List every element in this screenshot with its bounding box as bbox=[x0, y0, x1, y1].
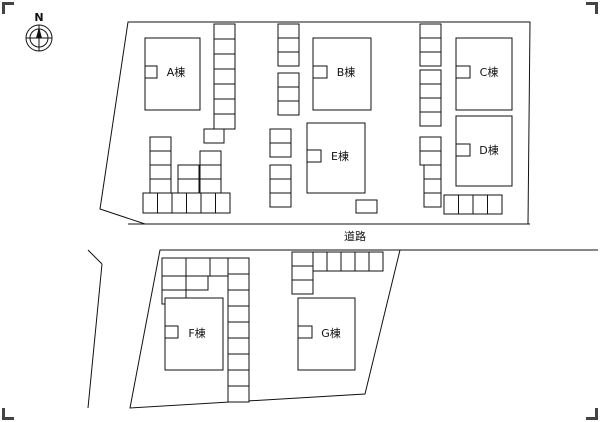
parking-space bbox=[277, 37, 300, 53]
parking-space bbox=[227, 305, 250, 323]
parking-space bbox=[312, 251, 328, 272]
building-g-label: G棟 bbox=[321, 326, 341, 340]
parking-space bbox=[277, 86, 300, 102]
road-label: 道路 bbox=[344, 229, 366, 243]
parking-space bbox=[227, 353, 250, 371]
parking-space bbox=[277, 100, 300, 116]
parking-space bbox=[269, 178, 292, 194]
parking-space bbox=[213, 98, 236, 115]
building-a: A棟 bbox=[144, 37, 201, 111]
parking-space bbox=[213, 83, 236, 100]
compass-north-letter: N bbox=[34, 11, 43, 24]
parking-space bbox=[443, 194, 459, 215]
parking-space bbox=[213, 23, 236, 40]
road-edge-left-lower bbox=[87, 263, 103, 409]
building-d: D棟 bbox=[455, 115, 513, 187]
parking-space bbox=[423, 178, 442, 194]
parking-space bbox=[142, 192, 158, 214]
building-b: B棟 bbox=[312, 37, 372, 111]
parking-space bbox=[277, 23, 300, 39]
parking-space bbox=[419, 37, 442, 53]
parking-space bbox=[419, 23, 442, 39]
parking-space bbox=[203, 128, 225, 144]
parking-space bbox=[161, 275, 187, 291]
parking-space bbox=[291, 279, 314, 295]
parking-space bbox=[419, 51, 442, 67]
parking-space bbox=[423, 164, 442, 180]
parking-space bbox=[177, 178, 200, 194]
building-f: F棟 bbox=[164, 297, 224, 371]
parking-space bbox=[161, 257, 187, 277]
parking-space bbox=[419, 136, 442, 152]
parking-space bbox=[199, 164, 222, 180]
parking-space bbox=[185, 257, 211, 277]
parking-space bbox=[186, 192, 202, 214]
building-e: E棟 bbox=[306, 122, 366, 194]
building-c-label: C棟 bbox=[480, 65, 499, 79]
building-c: C棟 bbox=[455, 37, 513, 111]
parking-spaces bbox=[142, 23, 503, 403]
building-e-label: E棟 bbox=[331, 149, 349, 163]
parking-space bbox=[419, 111, 442, 127]
parking-space bbox=[171, 192, 187, 214]
parking-space bbox=[269, 192, 292, 208]
parking-space bbox=[277, 51, 300, 67]
parking-space bbox=[419, 97, 442, 113]
parking-space bbox=[458, 194, 474, 215]
compass-icon: N bbox=[25, 11, 53, 52]
parking-space bbox=[277, 72, 300, 88]
parking-space bbox=[200, 192, 216, 214]
parking-space bbox=[354, 251, 370, 272]
parking-space bbox=[269, 128, 292, 144]
parking-space bbox=[227, 273, 250, 291]
parking-space bbox=[355, 199, 378, 214]
parking-space bbox=[419, 83, 442, 99]
parking-space bbox=[227, 321, 250, 339]
parking-space bbox=[269, 164, 292, 180]
parking-space bbox=[423, 192, 442, 208]
parking-space bbox=[340, 251, 356, 272]
parking-space bbox=[149, 178, 172, 194]
building-f-label: F棟 bbox=[188, 326, 205, 340]
parking-space bbox=[269, 142, 292, 158]
parking-space bbox=[487, 194, 503, 215]
road-edge-left bbox=[87, 249, 103, 265]
parking-space bbox=[213, 113, 236, 130]
parking-space bbox=[227, 257, 250, 275]
parking-space bbox=[368, 251, 384, 272]
parking-space bbox=[227, 369, 250, 387]
lower-lot-outline bbox=[129, 249, 401, 409]
parking-space bbox=[215, 192, 231, 214]
parking-space bbox=[157, 192, 173, 214]
parking-space bbox=[149, 136, 172, 152]
parking-space bbox=[213, 38, 236, 55]
building-b-label: B棟 bbox=[337, 65, 356, 79]
building-a-label: A棟 bbox=[167, 65, 186, 79]
parking-space bbox=[419, 150, 442, 166]
parking-space bbox=[472, 194, 488, 215]
building-g: G棟 bbox=[297, 297, 356, 371]
parking-space bbox=[291, 251, 314, 267]
parking-space bbox=[149, 164, 172, 180]
parking-space bbox=[227, 289, 250, 307]
parking-space bbox=[419, 69, 442, 85]
parking-space bbox=[177, 164, 200, 180]
parking-space bbox=[199, 178, 222, 194]
parking-space bbox=[199, 150, 222, 166]
parking-space bbox=[213, 68, 236, 85]
parking-space bbox=[149, 150, 172, 166]
parking-space bbox=[326, 251, 342, 272]
building-d-label: D棟 bbox=[479, 143, 498, 157]
parking-space bbox=[213, 53, 236, 70]
parking-space bbox=[291, 265, 314, 281]
parking-space bbox=[185, 275, 209, 291]
parking-space bbox=[227, 385, 250, 403]
parking-space bbox=[227, 337, 250, 355]
